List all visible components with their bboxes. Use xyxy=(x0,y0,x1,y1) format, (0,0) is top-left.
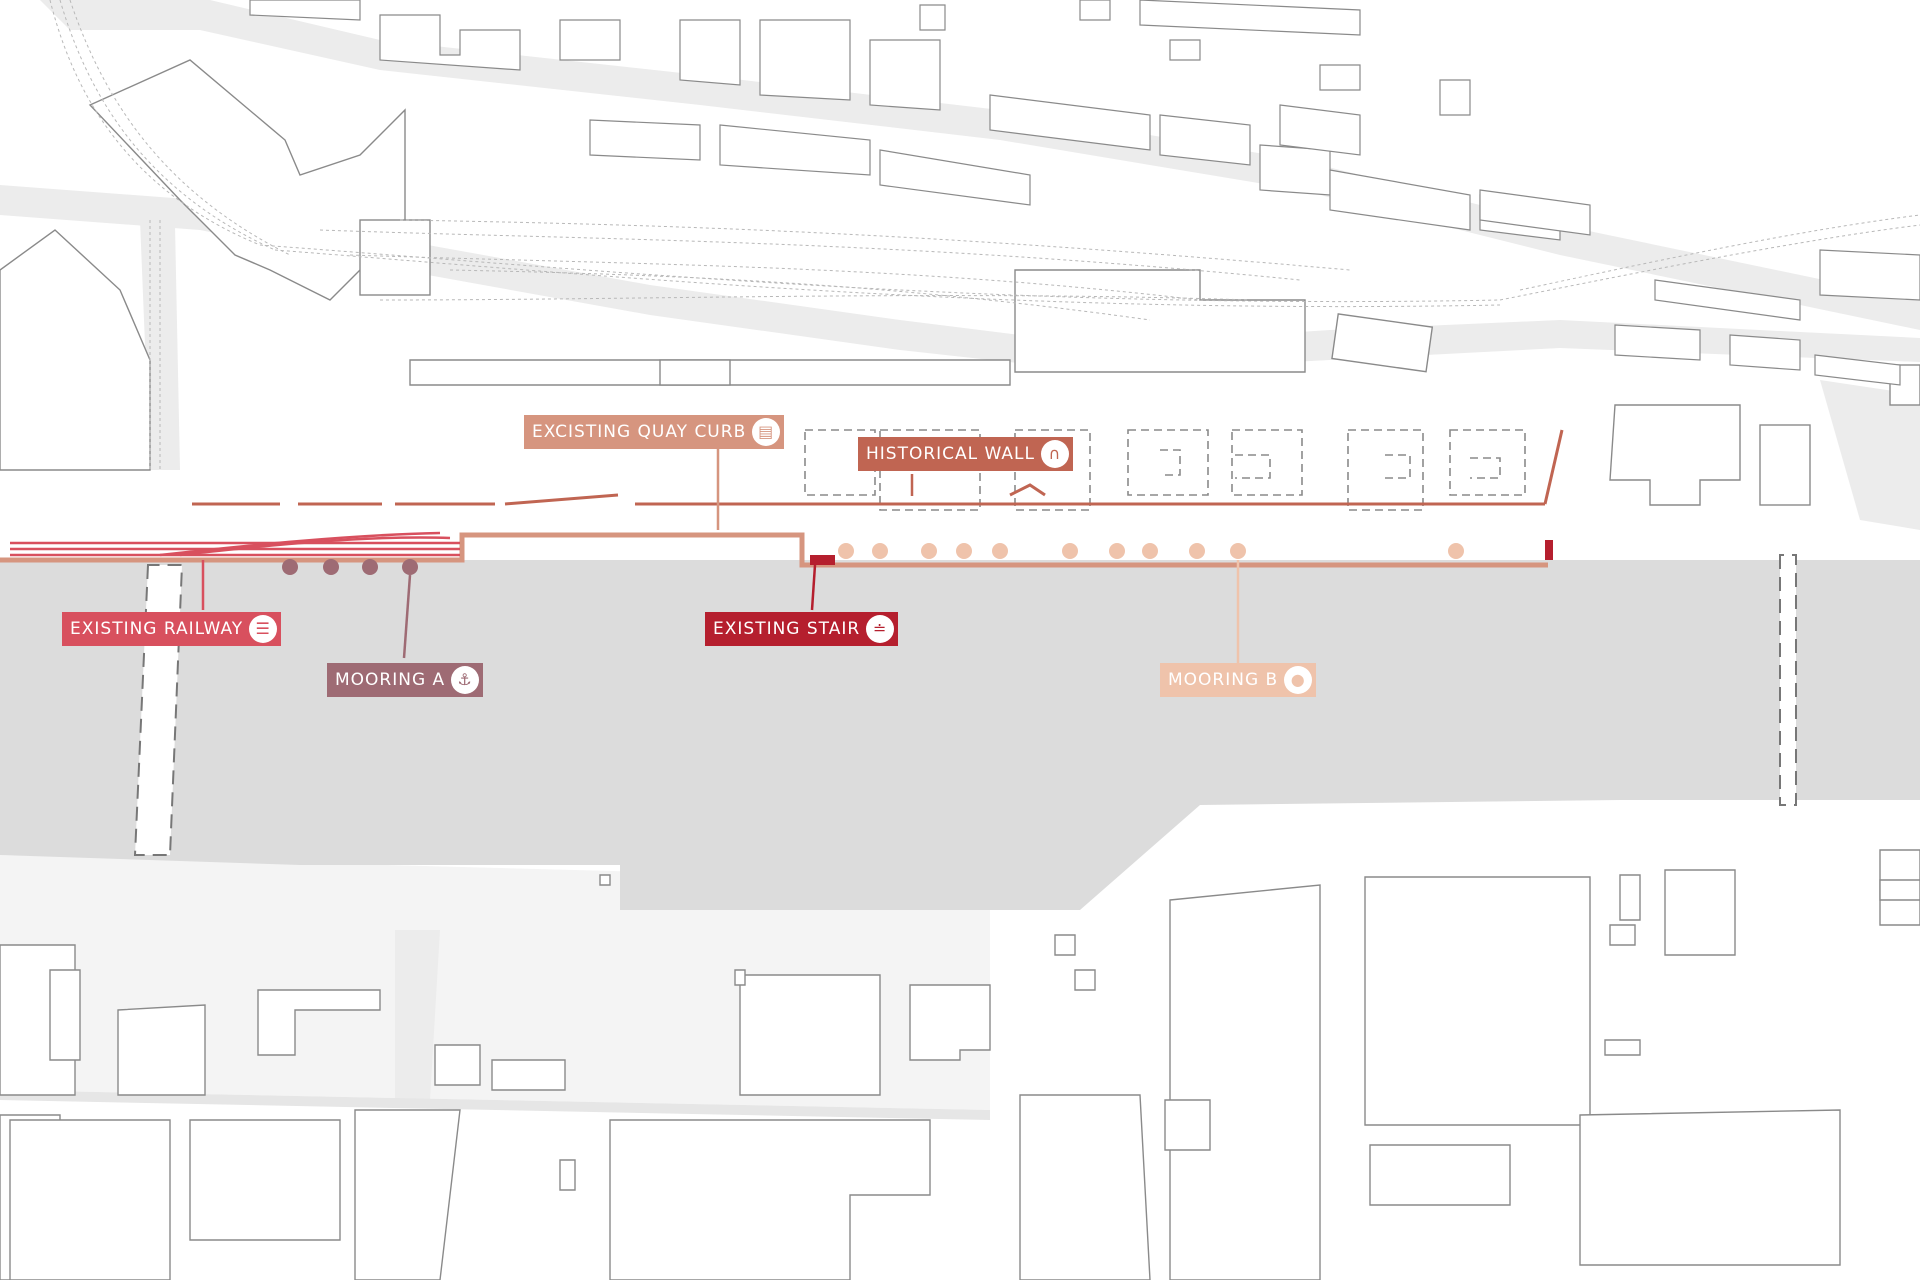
historical-wall-label: HISTORICAL WALL xyxy=(866,444,1036,464)
row-houses xyxy=(249,0,1920,386)
callout-historical-wall: HISTORICAL WALL ∩ xyxy=(858,437,1074,471)
callout-quay-curb: EXCISTING QUAY CURB ▤ xyxy=(524,415,785,449)
quay-curb-line xyxy=(0,532,1548,568)
arch-icon: ∩ xyxy=(1041,440,1070,468)
stair-marks xyxy=(810,540,1553,565)
anchor-icon: ⚓ xyxy=(451,666,480,694)
quay-curb-label: EXCISTING QUAY CURB xyxy=(532,422,747,442)
mooring-b-label: MOORING B xyxy=(1168,670,1279,690)
mooring-bollard-icon: ● xyxy=(1284,666,1313,694)
railway-lines xyxy=(10,531,460,557)
leader-mooring-a xyxy=(402,574,412,659)
leader-lines xyxy=(201,447,1240,665)
historical-wall-line xyxy=(192,429,1564,506)
buildings-north xyxy=(0,59,1920,506)
railway-label: EXISTING RAILWAY xyxy=(70,619,244,639)
stair-icon: ≐ xyxy=(866,615,895,643)
leader-stair xyxy=(810,564,817,611)
callout-railway: EXISTING RAILWAY ☰ xyxy=(62,612,282,646)
callout-mooring-a: MOORING A ⚓ xyxy=(327,663,484,697)
river xyxy=(0,560,1920,910)
callout-stair: EXISTING STAIR ≐ xyxy=(705,612,899,646)
stair-label: EXISTING STAIR xyxy=(713,619,861,639)
buildings-south xyxy=(0,849,1920,1280)
mooring-a-points xyxy=(282,559,418,575)
railway-track-icon: ☰ xyxy=(249,615,278,643)
rail-yard xyxy=(49,0,1920,470)
callout-mooring-b: MOORING B ● xyxy=(1160,663,1317,697)
quay-curb-icon: ▤ xyxy=(752,418,781,446)
mooring-b-points xyxy=(838,543,1464,559)
mooring-a-label: MOORING A xyxy=(335,670,446,690)
